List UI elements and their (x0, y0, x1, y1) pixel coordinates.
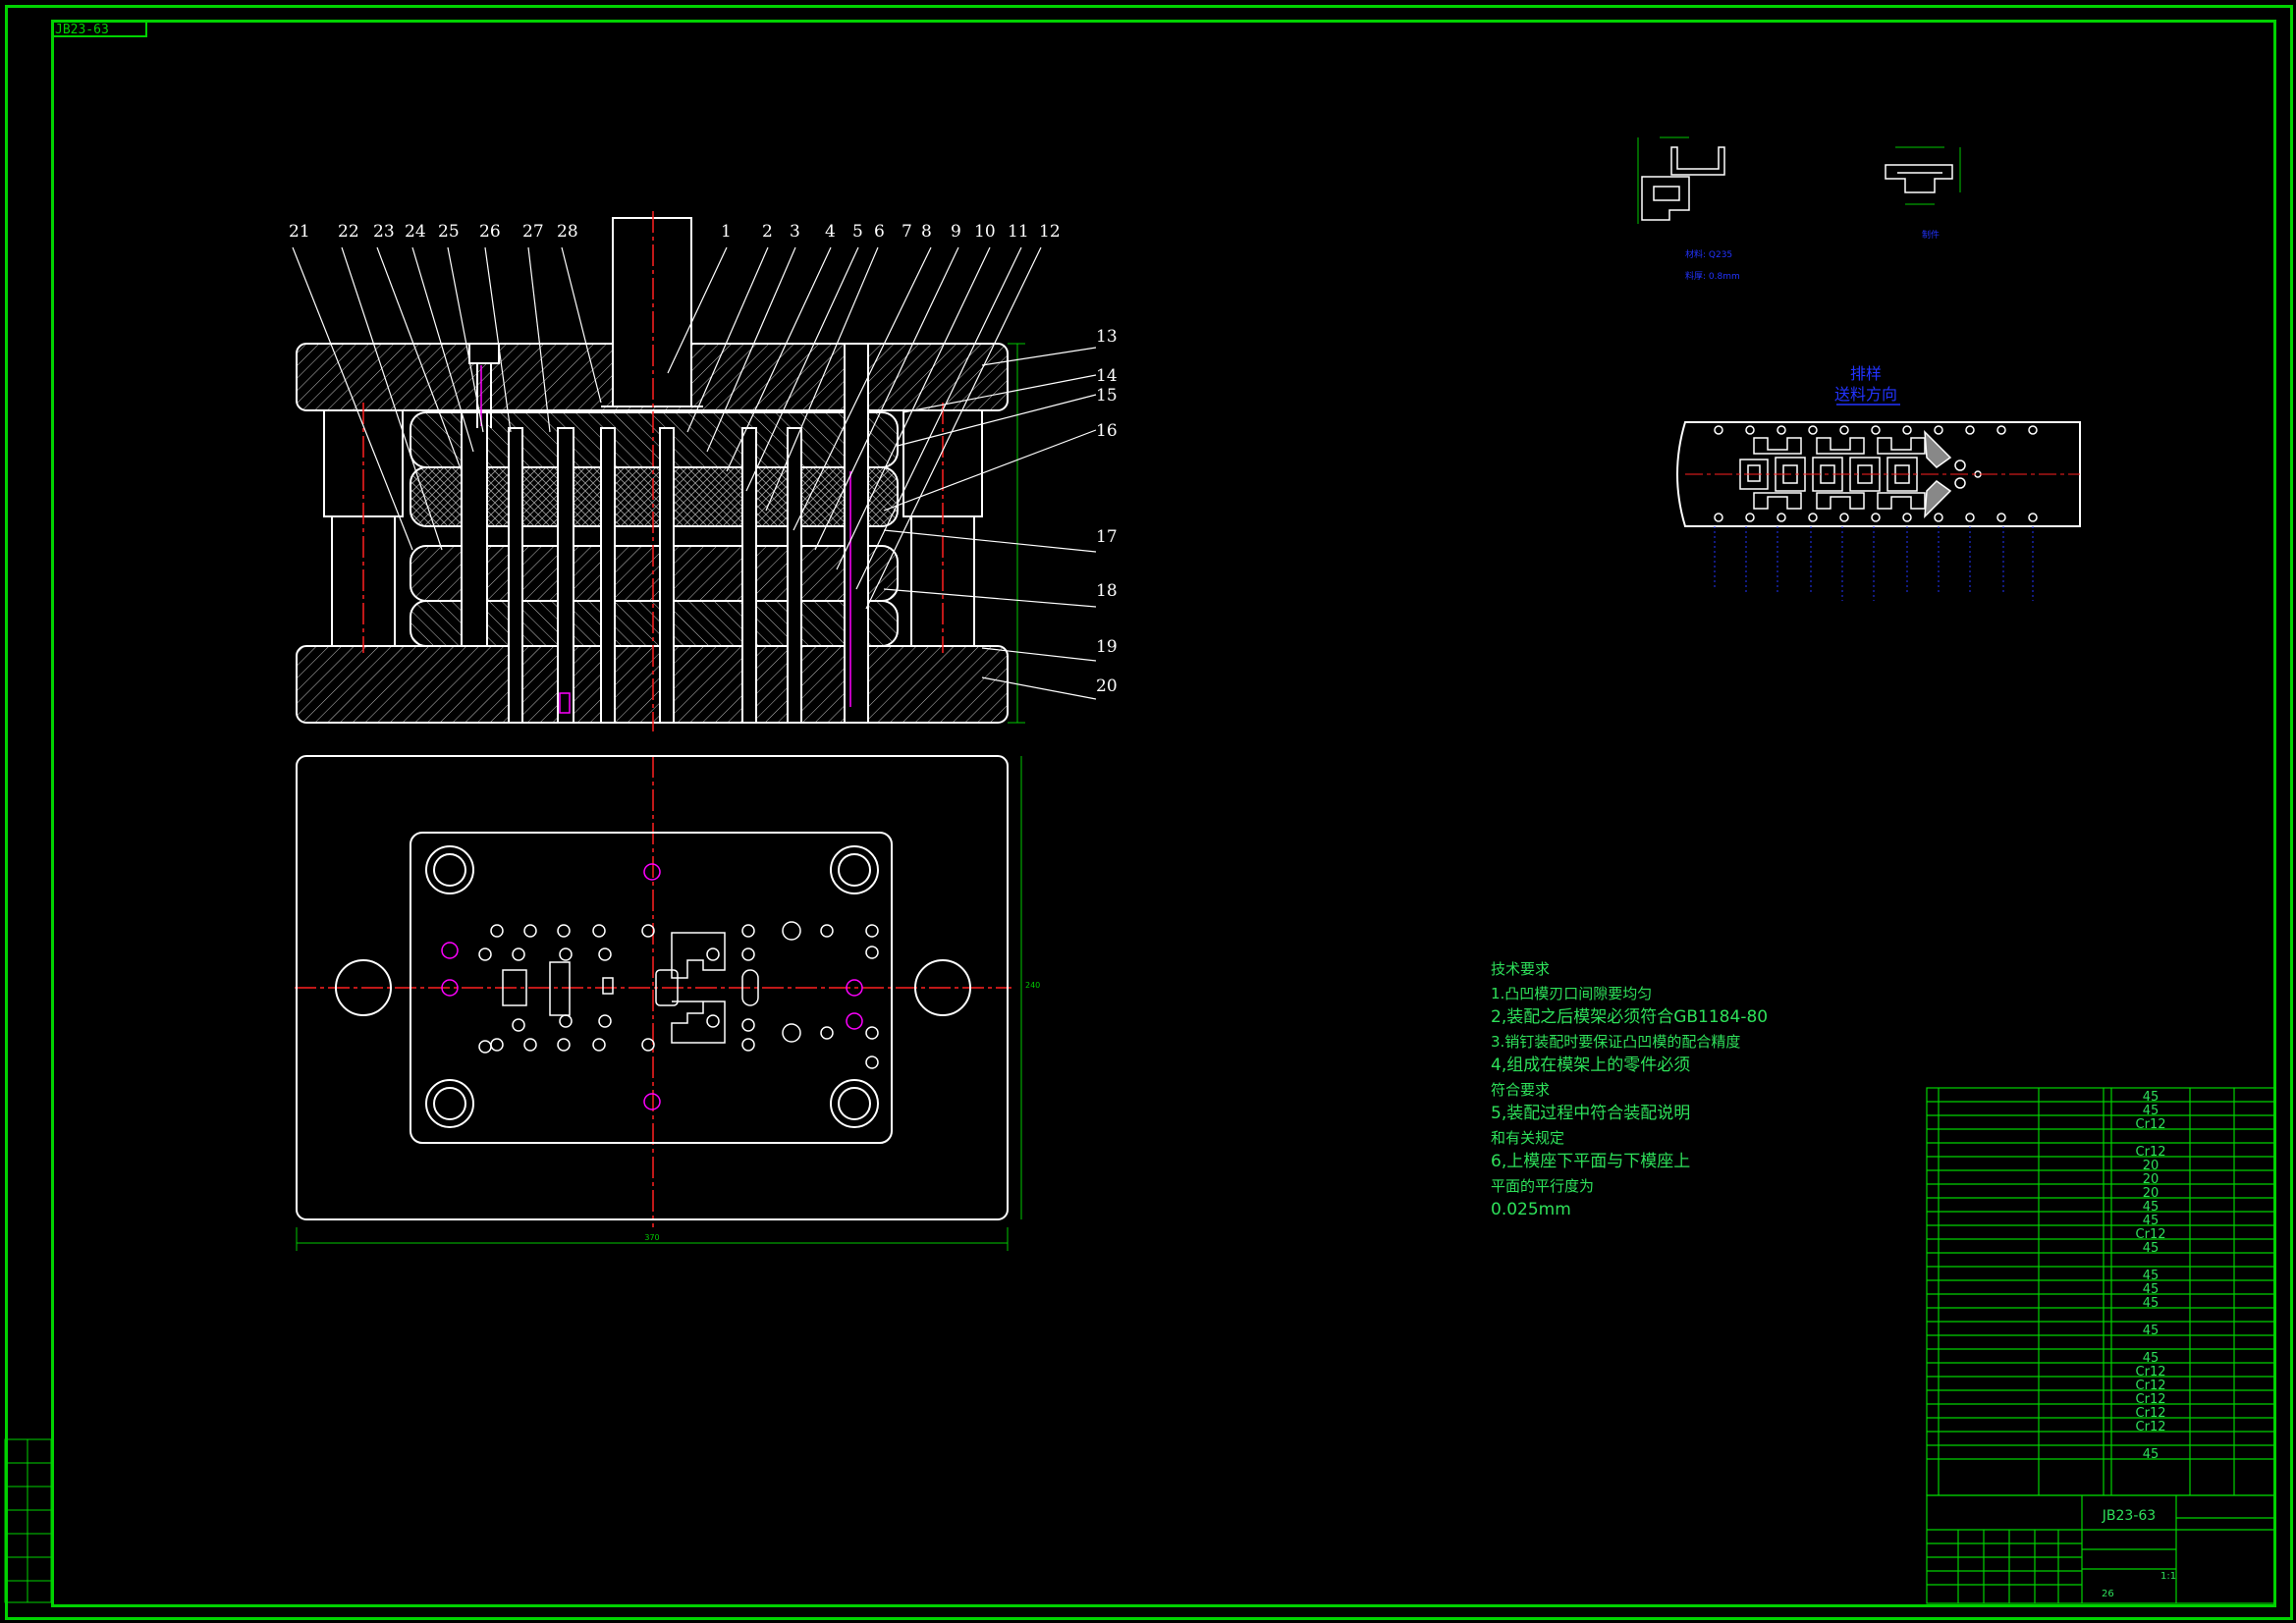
plan-height-dim: 240 (1025, 981, 1040, 990)
height-dimension (1008, 343, 1025, 724)
part-label: 20 (1096, 676, 1118, 696)
part-label: 18 (1096, 581, 1118, 601)
part-label: 2 (762, 222, 773, 242)
bom-material: Cr12 (2136, 1227, 2166, 1242)
part-label: 3 (790, 222, 800, 242)
part-label: 12 (1039, 222, 1061, 242)
bom-material: 20 (2143, 1172, 2159, 1187)
part-label: 25 (438, 222, 460, 242)
part-label: 26 (479, 222, 501, 242)
tech-req-line: 符合要求 (1491, 1080, 1551, 1099)
detail-dimensions (1637, 136, 1961, 224)
tech-req-line: 6,上模座下平面与下模座上 (1491, 1152, 1691, 1171)
bom-material: 45 (2143, 1296, 2159, 1311)
part-label: 27 (522, 222, 544, 242)
bom-material: Cr12 (2136, 1379, 2166, 1393)
bom-material: 20 (2143, 1159, 2159, 1173)
bom-material: Cr12 (2136, 1392, 2166, 1407)
part-label: 11 (1008, 222, 1029, 242)
plan-view (296, 755, 1009, 1220)
part-label: 21 (289, 222, 310, 242)
bom-material: 45 (2143, 1351, 2159, 1366)
part-label: 7 (902, 222, 912, 242)
drawing-scale: 1:1 (2160, 1571, 2176, 1582)
material-note-1: 材料: Q235 (1685, 248, 1732, 260)
part-label: 16 (1096, 421, 1118, 441)
tech-req-line: 4,组成在模架上的零件必须 (1491, 1055, 1691, 1075)
drawing-frame (5, 5, 2293, 1620)
part-label: 10 (974, 222, 996, 242)
tech-req-line: 平面的平行度为 (1491, 1176, 1595, 1195)
part-label: 5 (852, 222, 863, 242)
tech-req-line: 1.凸凹模刃口间隙要均匀 (1491, 984, 1653, 1002)
tech-req-line: 技术要求 (1491, 960, 1551, 978)
bom-material: Cr12 (2136, 1117, 2166, 1132)
bom-material: 45 (2143, 1241, 2159, 1256)
tech-req-line: 3.销钉装配时要保证凸凹模的配合精度 (1491, 1032, 1741, 1051)
strip-direction: 送料方向 (1834, 385, 1897, 404)
drawing-number: JB23-63 (2102, 1508, 2156, 1524)
bom-material: 45 (2143, 1090, 2159, 1105)
part-detail-views (1641, 146, 1953, 221)
strip-title: 排样 (1850, 364, 1882, 383)
strip-station-lines (1714, 526, 2034, 601)
bom-material: Cr12 (2136, 1420, 2166, 1434)
bom-material: 45 (2143, 1214, 2159, 1228)
part-label: 6 (874, 222, 885, 242)
strip-layout (1676, 421, 2081, 527)
bom-material: Cr12 (2136, 1145, 2166, 1160)
inner-border (51, 20, 2276, 1607)
plan-width-dim: 370 (644, 1233, 659, 1242)
part-number-labels: 21 22 23 24 25 26 27 28 1 2 3 4 5 6 7 8 … (289, 222, 1118, 696)
bom-material: Cr12 (2136, 1406, 2166, 1421)
part-label: 4 (825, 222, 836, 242)
section-view (296, 217, 1009, 724)
part-view-label: 制件 (1922, 229, 1940, 241)
part-label: 23 (373, 222, 395, 242)
sheet-tag: JB23-63 (51, 20, 147, 37)
part-label: 24 (405, 222, 426, 242)
bom-material: 45 (2143, 1447, 2159, 1462)
bom-material: 20 (2143, 1186, 2159, 1201)
sheet-count: 26 (2102, 1589, 2114, 1599)
tech-req-line: 和有关规定 (1491, 1128, 1565, 1147)
part-label: 17 (1096, 527, 1118, 547)
bom-material: Cr12 (2136, 1365, 2166, 1380)
part-label: 14 (1096, 366, 1118, 386)
part-label: 13 (1096, 327, 1118, 347)
part-label: 9 (951, 222, 961, 242)
bom-materials: 45 45 Cr12 Cr12 20 20 20 45 45 Cr12 45 4… (2136, 1090, 2166, 1462)
bom-material: 45 (2143, 1104, 2159, 1118)
bom-table (1926, 1087, 2275, 1604)
part-label: 19 (1096, 637, 1118, 657)
tech-req-line: 0.025mm (1491, 1200, 1571, 1219)
bom-material: 45 (2143, 1324, 2159, 1338)
tech-req-line: 5,装配过程中符合装配说明 (1491, 1104, 1691, 1123)
bom-material: 45 (2143, 1269, 2159, 1283)
side-table (4, 1438, 52, 1603)
bom-material: 45 (2143, 1282, 2159, 1297)
centerlines (295, 211, 1011, 1227)
part-label: 1 (721, 222, 732, 242)
technical-requirements: 技术要求 1.凸凹模刃口间隙要均匀 2,装配之后模架必须符合GB1184-80 … (1491, 957, 1769, 1222)
bom-material: 45 (2143, 1200, 2159, 1215)
leader-lines (292, 246, 1097, 700)
part-label: 15 (1096, 386, 1118, 406)
material-note-2: 料厚: 0.8mm (1685, 270, 1740, 282)
part-label: 28 (557, 222, 578, 242)
part-label: 22 (338, 222, 359, 242)
part-label: 8 (921, 222, 932, 242)
plan-dimensions (296, 756, 1022, 1251)
tech-req-line: 2,装配之后模架必须符合GB1184-80 (1491, 1007, 1769, 1027)
